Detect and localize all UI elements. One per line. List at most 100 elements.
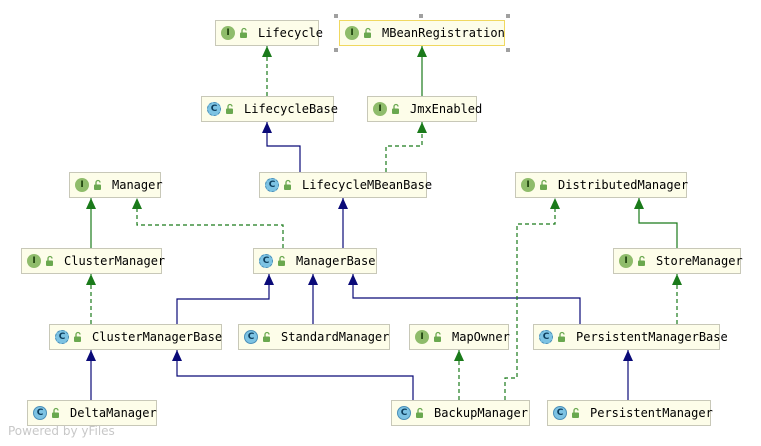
public-lock-icon: [434, 331, 441, 342]
node-label: PersistentManager: [590, 406, 713, 420]
node-cluster-manager[interactable]: I ClusterManager: [21, 248, 166, 274]
class-badge-icon: C: [207, 102, 221, 116]
node-mbean-registration[interactable]: I MBeanRegistration: [339, 20, 505, 46]
class-badge-icon: C: [244, 330, 258, 344]
public-lock-icon: [392, 103, 399, 114]
selection-handle: [334, 48, 338, 52]
node-cluster-manager-base[interactable]: C ClusterManagerBase: [49, 324, 222, 350]
selection-handle: [419, 14, 423, 18]
node-map-owner[interactable]: I MapOwner: [409, 324, 510, 350]
public-lock-icon: [416, 407, 423, 418]
public-lock-icon: [46, 255, 53, 266]
arrowhead-icon: [308, 274, 318, 285]
interface-badge-icon: I: [415, 330, 429, 344]
node-store-manager[interactable]: I StoreManager: [613, 248, 743, 274]
node-label: PersistentManagerBase: [576, 330, 728, 344]
arrowhead-icon: [634, 198, 644, 209]
class-badge-icon: C: [539, 330, 553, 344]
yfiles-watermark: Powered by yFiles: [8, 424, 115, 438]
node-jmx-enabled[interactable]: I JmxEnabled: [367, 96, 482, 122]
arrowhead-icon: [132, 198, 142, 209]
edge-storemanager-to-distributedmanager: [638, 198, 678, 248]
edge-lifecyclembeanbase-to-jmxenabled: [385, 122, 423, 172]
node-lifecycle[interactable]: I Lifecycle: [215, 20, 323, 46]
arrowhead-icon: [348, 274, 358, 285]
node-label: DistributedManager: [558, 178, 689, 192]
selection-handle: [506, 14, 510, 18]
node-label: LifecycleMBeanBase: [302, 178, 433, 192]
selection-handle: [334, 14, 338, 18]
node-label: JmxEnabled: [410, 102, 483, 116]
interface-badge-icon: I: [75, 178, 89, 192]
public-lock-icon: [558, 331, 565, 342]
interface-badge-icon: I: [521, 178, 535, 192]
node-distributed-manager[interactable]: I DistributedManager: [515, 172, 689, 198]
arrowhead-icon: [550, 198, 560, 209]
public-lock-icon: [74, 331, 81, 342]
class-badge-icon: C: [259, 254, 273, 268]
arrowhead-icon: [417, 46, 427, 57]
node-label: DeltaManager: [70, 406, 157, 420]
node-manager[interactable]: I Manager: [69, 172, 163, 198]
node-backup-manager[interactable]: C BackupManager: [391, 400, 530, 426]
node-label: Lifecycle: [258, 26, 324, 40]
edge-backupmanager-to-clustermanagerbase: [176, 350, 414, 400]
node-label: ManagerBase: [296, 254, 376, 268]
edge-persistentmanagerbase-to-managerbase: [352, 274, 581, 324]
node-persistent-manager[interactable]: C PersistentManager: [547, 400, 713, 426]
public-lock-icon: [240, 27, 247, 38]
edge-lifecyclembeanbase-to-lifecyclebase: [266, 122, 301, 172]
public-lock-icon: [638, 255, 645, 266]
public-lock-icon: [284, 179, 291, 190]
edge-clustermanagerbase-to-managerbase: [176, 274, 270, 324]
node-delta-manager[interactable]: C DeltaManager: [27, 400, 157, 426]
node-lifecycle-mbean-base[interactable]: C LifecycleMBeanBase: [259, 172, 432, 198]
node-label: MapOwner: [452, 330, 510, 344]
arrowhead-icon: [172, 350, 182, 361]
public-lock-icon: [572, 407, 579, 418]
public-lock-icon: [94, 179, 101, 190]
node-label: ClusterManager: [64, 254, 166, 268]
arrowhead-icon: [454, 350, 464, 361]
class-badge-icon: C: [55, 330, 69, 344]
class-badge-icon: C: [265, 178, 279, 192]
public-lock-icon: [226, 103, 233, 114]
arrowhead-icon: [86, 350, 96, 361]
arrowhead-icon: [264, 274, 274, 285]
node-label: BackupManager: [434, 406, 528, 420]
public-lock-icon: [263, 331, 270, 342]
interface-badge-icon: I: [345, 26, 359, 40]
arrowhead-icon: [86, 198, 96, 209]
public-lock-icon: [540, 179, 547, 190]
class-badge-icon: C: [553, 406, 567, 420]
arrowhead-icon: [672, 274, 682, 285]
interface-badge-icon: I: [619, 254, 633, 268]
node-standard-manager[interactable]: C StandardManager: [238, 324, 390, 350]
public-lock-icon: [278, 255, 285, 266]
arrowhead-icon: [623, 350, 633, 361]
node-manager-base[interactable]: C ManagerBase: [253, 248, 377, 274]
edge-managerbase-to-manager: [136, 198, 284, 248]
interface-badge-icon: I: [27, 254, 41, 268]
interface-badge-icon: I: [221, 26, 235, 40]
arrowhead-icon: [338, 198, 348, 209]
interface-badge-icon: I: [373, 102, 387, 116]
class-badge-icon: C: [397, 406, 411, 420]
arrowhead-icon: [417, 122, 427, 133]
node-lifecycle-base[interactable]: C LifecycleBase: [201, 96, 338, 122]
node-label: StandardManager: [281, 330, 390, 344]
node-label: StoreManager: [656, 254, 743, 268]
node-label: Manager: [112, 178, 163, 192]
node-label: MBeanRegistration: [382, 26, 505, 40]
arrowhead-icon: [262, 122, 272, 133]
arrowhead-icon: [86, 274, 96, 285]
class-badge-icon: C: [33, 406, 47, 420]
node-label: LifecycleBase: [244, 102, 338, 116]
selection-handle: [506, 48, 510, 52]
public-lock-icon: [364, 27, 371, 38]
public-lock-icon: [52, 407, 59, 418]
node-label: ClusterManagerBase: [92, 330, 223, 344]
node-persistent-manager-base[interactable]: C PersistentManagerBase: [533, 324, 728, 350]
